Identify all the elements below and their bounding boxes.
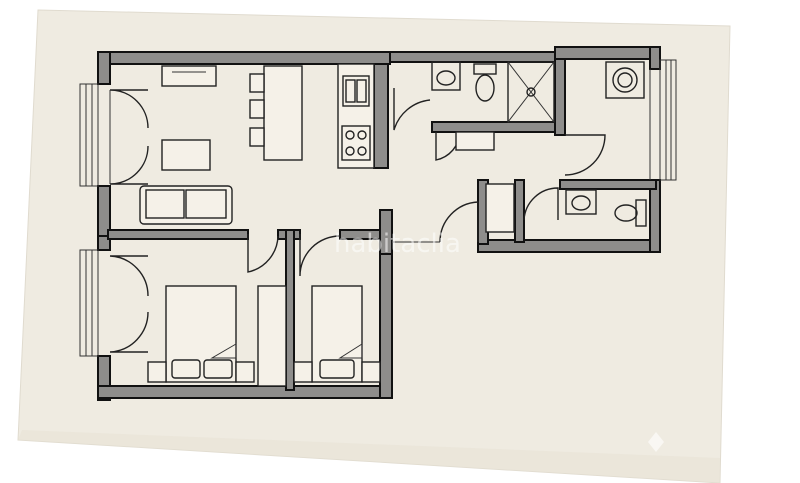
hall-cabinet [455, 131, 495, 151]
watermark-text: habitaclia [334, 229, 461, 259]
nightstand [293, 361, 313, 383]
nightstand [361, 361, 381, 383]
nightstand [147, 361, 167, 383]
bathroom-fixtures [431, 61, 461, 91]
living-room-furniture [161, 65, 217, 171]
washing-machine-icon [605, 61, 645, 99]
sofa-icon [139, 185, 233, 225]
wardrobe [257, 285, 287, 387]
entrance-cabinet [485, 183, 515, 233]
toilet-icon [614, 199, 647, 227]
toilet-icon [473, 63, 497, 102]
door-swing-icon [109, 88, 606, 353]
stove-icon [341, 125, 371, 161]
windows [79, 59, 677, 357]
small-bath-sink [565, 189, 597, 215]
paper-shadow [18, 430, 720, 483]
kitchen-island [249, 65, 303, 161]
nightstand [235, 361, 255, 383]
bed-icon [165, 285, 237, 383]
sink-icon [342, 75, 370, 107]
shower-icon [507, 61, 555, 123]
bed-icon [311, 285, 363, 383]
exterior-walls [97, 46, 661, 401]
logo-mark [648, 432, 664, 452]
kitchen-counter [337, 63, 375, 169]
